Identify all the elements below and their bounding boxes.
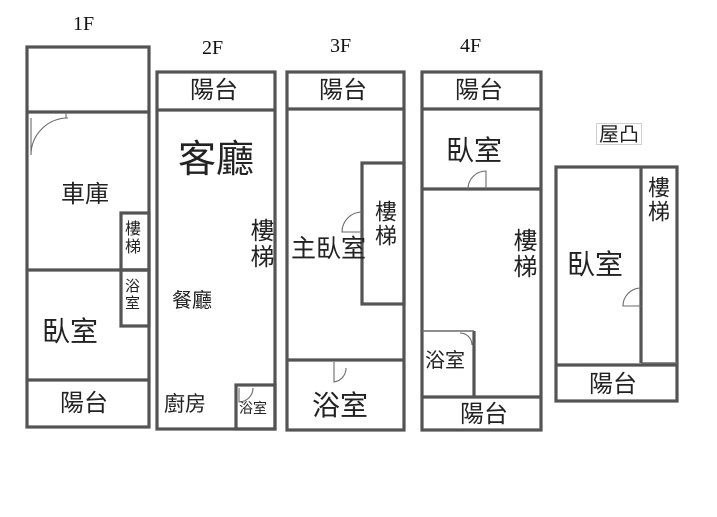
room-1f-stairs: 樓梯 [122,220,141,256]
room-2f-balcony: 陽台 [190,76,238,104]
floor-roof-door [622,287,642,307]
floor-3f-walls [285,70,406,432]
room-2f-stairs: 樓梯 [246,218,274,270]
floor-title-1f: 1F [73,13,95,35]
room-roof-stairs: 樓梯 [644,176,669,224]
room-4f-bath: 浴室 [425,348,465,372]
room-3f-bath: 浴室 [312,389,369,422]
floor-4f-walls [420,70,543,432]
floor-1f-walls [25,45,151,429]
room-4f-balcony-bottom: 陽台 [460,400,508,428]
floor-3f-doors [333,211,363,383]
room-3f-stairs: 樓梯 [371,200,396,248]
room-1f-bedroom: 臥室 [42,315,99,348]
room-4f-bedroom: 臥室 [446,134,503,167]
room-2f-kitchen: 廚房 [164,392,206,416]
room-roof-bedroom: 臥室 [567,248,624,281]
floor-title-3f: 3F [330,35,352,57]
room-1f-bath: 浴室 [123,278,141,312]
room-roof-balcony: 陽台 [589,370,637,398]
floor-title-roof: 屋凸 [596,123,642,145]
room-4f-balcony-top: 陽台 [455,76,503,104]
floor-2f-door [238,387,254,403]
floor-4f-doors [459,170,487,346]
floor-1f-door [30,112,69,156]
room-1f-balcony: 陽台 [60,389,108,417]
room-2f-dining: 餐廳 [172,288,212,312]
floor-roof-walls [554,165,679,403]
room-3f-master: 主臥室 [291,234,367,263]
room-3f-balcony: 陽台 [319,76,367,104]
room-2f-living: 客廳 [178,137,255,181]
room-1f-garage: 車庫 [61,180,109,208]
floor-2f-walls [155,70,277,431]
room-4f-stairs: 樓梯 [509,228,537,280]
room-2f-bath: 浴室 [239,401,267,417]
floor-title-4f: 4F [460,35,482,57]
floor-title-2f: 2F [202,37,224,59]
